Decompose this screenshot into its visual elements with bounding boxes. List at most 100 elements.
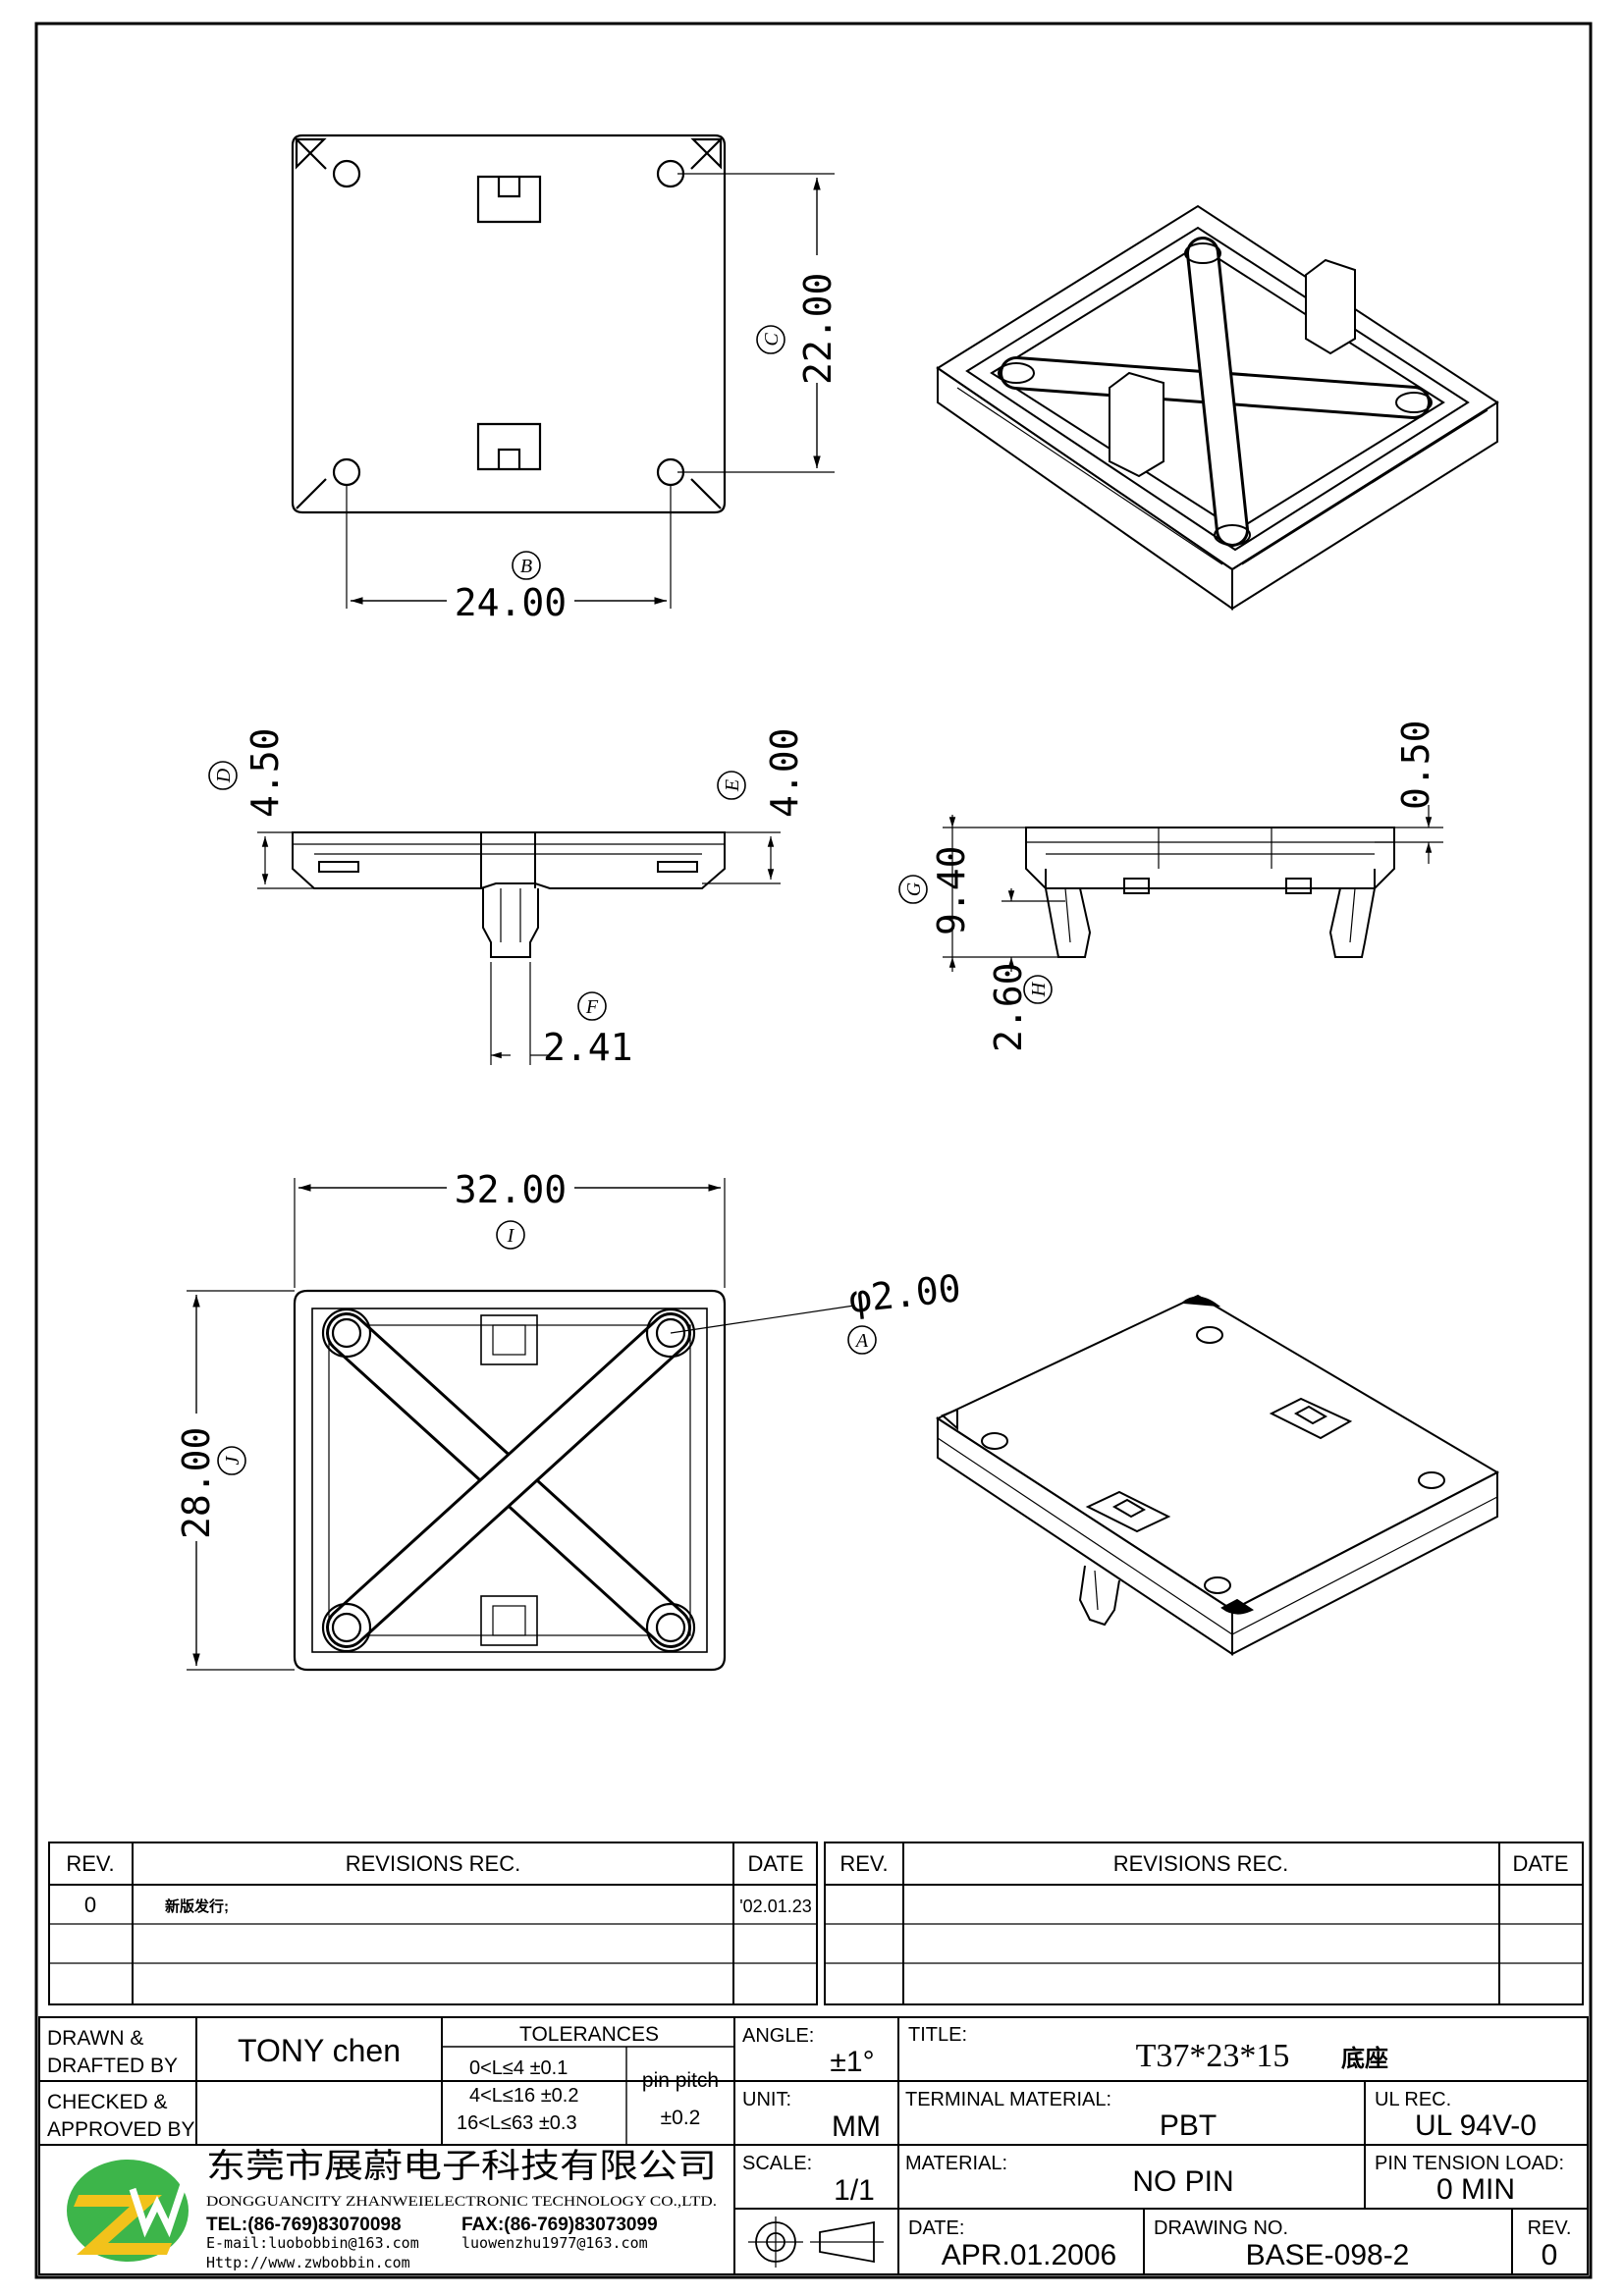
iso-view-top bbox=[935, 1294, 1500, 1656]
unit-cell: UNIT: MM bbox=[742, 2089, 881, 2143]
scale-cell: SCALE: 1/1 bbox=[742, 2153, 875, 2207]
pin-tension-label: PIN TENSION LOAD: bbox=[1375, 2153, 1564, 2174]
rev-label: REV. bbox=[1528, 2217, 1572, 2239]
company-name-en: DONGGUANCITY ZHANWEIELECTRONIC TECHNOLOG… bbox=[206, 2194, 717, 2210]
dim-i-letter: I bbox=[507, 1225, 515, 1247]
material-value: NO PIN bbox=[1132, 2165, 1233, 2198]
dim-a-value: φ2.00 bbox=[846, 1266, 962, 1321]
checked-label-1: CHECKED & bbox=[47, 2091, 168, 2113]
dim-h: 2.60 H bbox=[987, 962, 1053, 1052]
dim-j-value: 28.00 bbox=[175, 1427, 218, 1539]
company-logo bbox=[67, 2160, 189, 2262]
ul-cell: UL REC. UL 94V-0 bbox=[1375, 2089, 1537, 2142]
company-tel: TEL:(86-769)83070098 bbox=[206, 2215, 402, 2235]
dim-d-value: 4.50 bbox=[244, 727, 287, 818]
iso-view-bottom bbox=[936, 204, 1499, 611]
dim-i: 32.00 I bbox=[447, 1168, 574, 1250]
ul-label: UL REC. bbox=[1375, 2089, 1451, 2110]
side-view bbox=[943, 805, 1443, 972]
terminal-value: PBT bbox=[1160, 2109, 1217, 2142]
company-email-2: luowenzhu1977@163.com bbox=[461, 2234, 648, 2252]
tolerances-cell: TOLERANCES 0<L≤4 ±0.1 4<L≤16 ±0.2 16<L≤6… bbox=[457, 2023, 719, 2134]
rev-value: 0 bbox=[1542, 2239, 1558, 2271]
scale-label: SCALE: bbox=[742, 2153, 812, 2174]
revision-date: '02.01.23 bbox=[739, 1896, 812, 1916]
revision-rec: 新版发行; bbox=[165, 1897, 229, 1915]
dim-f: F 2.41 bbox=[543, 991, 633, 1069]
rec-header: REVISIONS REC. bbox=[346, 1851, 520, 1876]
company-email-1: E-mail:luobobbin@163.com bbox=[206, 2234, 419, 2252]
rev-cell: REV. 0 bbox=[1528, 2217, 1572, 2271]
dim-h-value: 2.60 bbox=[987, 962, 1030, 1052]
pin-pitch-label: pin pitch bbox=[642, 2069, 719, 2092]
drawing-no-value: BASE-098-2 bbox=[1246, 2239, 1410, 2271]
revision-rev: 0 bbox=[84, 1893, 96, 1917]
dim-a: φ2.00 A bbox=[846, 1266, 963, 1355]
top-view bbox=[291, 133, 835, 609]
dim-e-letter: E bbox=[722, 779, 743, 792]
angle-cell: ANGLE: ±1° bbox=[742, 2025, 875, 2078]
dim-g-letter: G bbox=[903, 881, 925, 896]
drawing-no-label: DRAWING NO. bbox=[1154, 2217, 1288, 2239]
drawn-by-cell: DRAWN & DRAFTED BY TONY chen CHECKED & A… bbox=[47, 2027, 401, 2141]
rev-header-2: REV. bbox=[839, 1851, 888, 1876]
dim-e-value: 4.00 bbox=[763, 727, 806, 818]
terminal-material-cell: TERMINAL MATERIAL: PBT bbox=[905, 2089, 1217, 2142]
dim-b-value: 24.00 bbox=[455, 581, 567, 624]
rec-header-2: REVISIONS REC. bbox=[1113, 1851, 1288, 1876]
date-label: DATE: bbox=[908, 2217, 964, 2239]
title-cell: TITLE: T37*23*15 底座 bbox=[908, 2024, 1388, 2074]
date-header: DATE bbox=[747, 1851, 803, 1876]
dim-b: 24.00 B bbox=[447, 551, 574, 624]
company-name-cn: 东莞市展蔚电子科技有限公司 bbox=[206, 2148, 717, 2185]
angle-value: ±1° bbox=[830, 2046, 874, 2078]
projection-symbol bbox=[748, 2216, 884, 2268]
dim-c: 22.00 C bbox=[756, 255, 842, 385]
company-fax: FAX:(86-769)83073099 bbox=[461, 2215, 658, 2235]
tolerance-1: 0<L≤4 ±0.1 bbox=[469, 2057, 568, 2079]
unit-label: UNIT: bbox=[742, 2089, 791, 2110]
dim-e: 4.00 E bbox=[717, 727, 806, 818]
drawn-by-value: TONY chen bbox=[238, 2033, 401, 2068]
terminal-label: TERMINAL MATERIAL: bbox=[905, 2089, 1111, 2110]
pin-pitch-value: ±0.2 bbox=[661, 2107, 701, 2129]
revisions-header-left: REV. REVISIONS REC. DATE bbox=[66, 1851, 803, 1876]
dim-f-value: 2.41 bbox=[543, 1026, 633, 1069]
scale-value: 1/1 bbox=[834, 2174, 875, 2207]
dim-g: G 9.40 bbox=[898, 845, 973, 935]
dim-j-letter: J bbox=[222, 1455, 244, 1465]
material-label: MATERIAL: bbox=[905, 2153, 1007, 2174]
dim-d: 4.50 D bbox=[208, 727, 287, 818]
dim-d-letter: D bbox=[213, 768, 235, 783]
dim-c-value: 22.00 bbox=[796, 273, 839, 385]
drawing-no-cell: DRAWING NO. BASE-098-2 bbox=[1154, 2217, 1409, 2271]
dim-h-letter: H bbox=[1028, 981, 1050, 997]
title-label: TITLE: bbox=[908, 2024, 967, 2046]
pin-tension-cell: PIN TENSION LOAD: 0 MIN bbox=[1375, 2153, 1564, 2206]
tolerance-3: 16<L≤63 ±0.3 bbox=[457, 2112, 577, 2134]
material-cell: MATERIAL: NO PIN bbox=[905, 2153, 1234, 2198]
title-value: T37*23*15 bbox=[1136, 2038, 1290, 2074]
date-header-2: DATE bbox=[1512, 1851, 1568, 1876]
title-value-cn: 底座 bbox=[1341, 2045, 1388, 2072]
dim-i-value: 32.00 bbox=[455, 1168, 567, 1211]
dim-c-letter: C bbox=[761, 333, 783, 347]
front-view bbox=[257, 831, 781, 1065]
dim-k: 0.50 bbox=[1394, 720, 1437, 810]
dim-b-letter: B bbox=[520, 556, 532, 577]
bottom-view bbox=[187, 1178, 855, 1672]
company-info: 东莞市展蔚电子科技有限公司 DONGGUANCITY ZHANWEIELECTR… bbox=[206, 2148, 717, 2271]
revisions-table bbox=[48, 1842, 1584, 2005]
dim-j: 28.00 J bbox=[173, 1414, 246, 1541]
date-cell: DATE: APR.01.2006 bbox=[908, 2217, 1116, 2271]
checked-label-2: APPROVED BY bbox=[47, 2118, 195, 2141]
sheet-border bbox=[34, 22, 1593, 2279]
ul-value: UL 94V-0 bbox=[1415, 2109, 1537, 2142]
revisions-header-right: REV. REVISIONS REC. DATE bbox=[839, 1851, 1568, 1876]
rev-header: REV. bbox=[66, 1851, 114, 1876]
title-block-lines bbox=[38, 2016, 1589, 2275]
company-website: Http://www.zwbobbin.com bbox=[206, 2254, 410, 2271]
unit-value: MM bbox=[832, 2110, 881, 2143]
dim-f-letter: F bbox=[585, 996, 599, 1018]
